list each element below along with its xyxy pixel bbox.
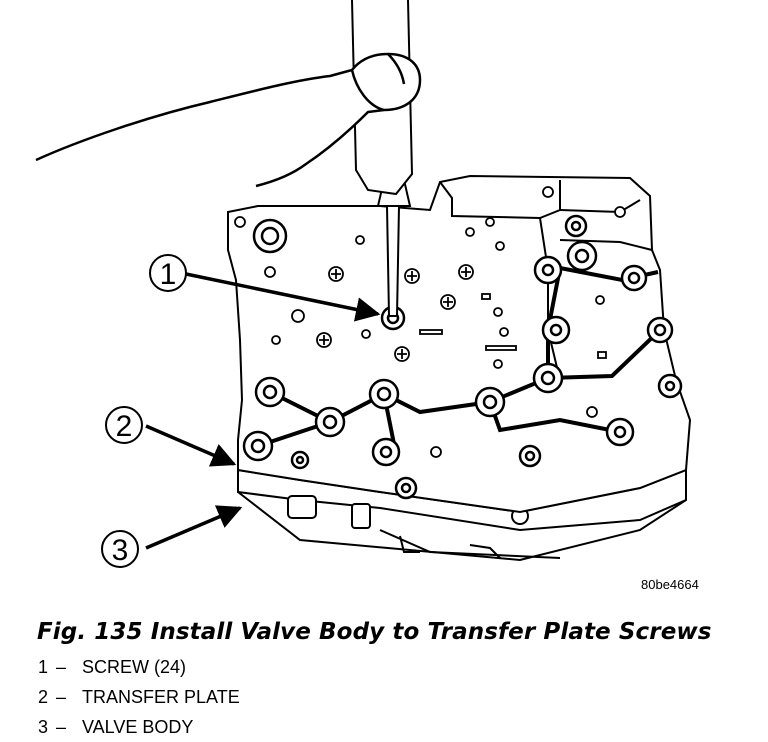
callout-arrows [145,272,381,550]
callout-1: 1 [149,254,187,292]
legend-item-label: TRANSFER PLATE [82,687,240,707]
figure-caption: Fig. 135 Install Valve Body to Transfer … [37,619,712,645]
legend-item: 3–VALVE BODY [38,712,240,742]
legend-item-separator: – [56,657,67,677]
callout-2-number: 2 [116,410,133,443]
rib-bosses [242,214,683,500]
callout-3-number: 3 [112,534,129,567]
legend-item-number: 1 [38,657,49,677]
screw-being-installed [380,305,406,331]
legend-item-separator: – [56,717,67,737]
legend-item-label: SCREW (24) [82,657,187,677]
legend-item-separator: – [56,687,67,707]
figure-reference-code: 80be4664 [641,577,699,592]
callout-circles: 1 2 3 [101,254,187,568]
plate-screws [234,186,626,458]
figure-legend: 1–SCREW (24) 2–TRANSFER PLATE 3–VALVE BO… [38,652,240,742]
callout-2: 2 [105,406,143,444]
callout-1-number: 1 [160,258,177,291]
legend-item: 2–TRANSFER PLATE [38,682,240,712]
legend-item-number: 2 [38,687,49,707]
valve-body-illustration: 1 2 3 [35,0,692,568]
callout-arrow-2 [145,424,237,467]
legend-item-number: 3 [38,717,49,737]
technician-hand [35,52,422,188]
callout-arrow-3 [145,505,243,550]
callout-3: 3 [101,530,139,568]
legend-item-label: VALVE BODY [82,717,194,737]
legend-item: 1–SCREW (24) [38,652,240,682]
callout-arrow-1 [185,272,381,322]
